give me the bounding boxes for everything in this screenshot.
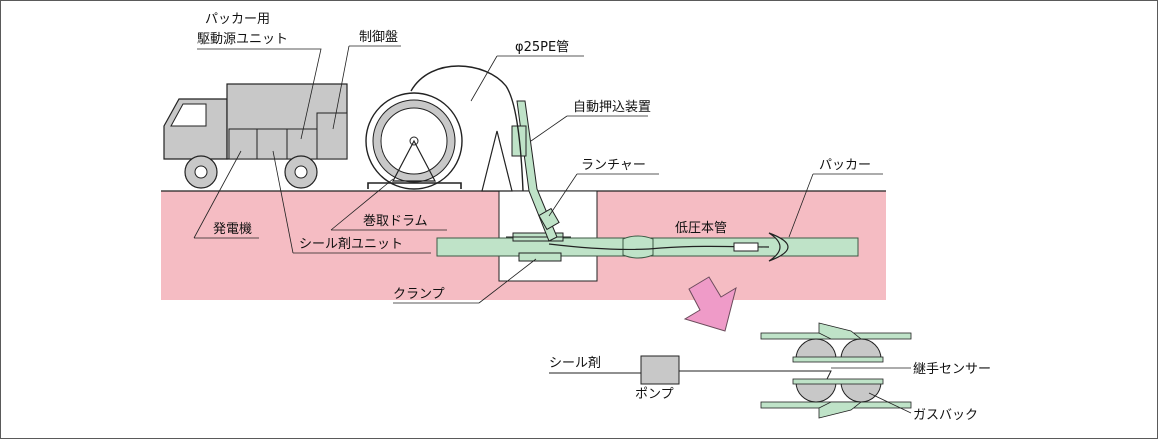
label-auto-push-device: 自動押込装置 — [573, 100, 651, 115]
label-gas-bag: ガスバック — [913, 408, 978, 423]
label-packer-unit-line2: 駆動源ユニット — [197, 32, 288, 47]
detail-joint-bottom — [818, 401, 863, 419]
label-pump: ポンプ — [635, 387, 674, 402]
gas-bag-bottom-left — [795, 381, 837, 403]
detail-joint-top — [818, 322, 863, 340]
pipe-joint — [622, 235, 654, 259]
leader-packer — [788, 173, 883, 238]
leader-auto-push — [530, 115, 648, 142]
leader-generator — [193, 150, 259, 239]
leader-packer-unit — [197, 48, 322, 140]
label-clamp: クランプ — [393, 287, 445, 302]
generator-box — [228, 128, 258, 160]
pe-pipe-hose — [410, 65, 524, 192]
leader-winding-drum — [330, 178, 447, 231]
launcher-tube — [516, 100, 558, 242]
leader-gas-bag — [868, 392, 912, 414]
truck-window — [170, 103, 207, 127]
label-generator: 発電機 — [213, 222, 252, 237]
gas-bag-top-left — [795, 338, 837, 360]
sensor-plate-bottom — [792, 378, 884, 385]
injection-nozzle — [816, 370, 832, 380]
label-sealant-unit: シール剤ユニット — [299, 236, 403, 252]
front-hub — [194, 165, 208, 179]
label-pe-pipe: φ25PE管 — [515, 40, 569, 55]
label-packer: パッカー — [819, 158, 871, 173]
pump-box — [640, 355, 680, 385]
sensor-plate-top — [792, 356, 884, 363]
leader-control-panel — [332, 45, 401, 130]
rear-hub — [294, 165, 308, 179]
leader-launcher — [548, 173, 659, 217]
label-packer-unit-line1: パッカー用 — [205, 12, 270, 27]
label-control-panel: 制御盤 — [359, 30, 398, 45]
label-sealant: シール剤 — [549, 355, 601, 371]
drum-base — [367, 182, 462, 189]
gas-bag-bottom-right — [840, 381, 882, 403]
clamp-lower — [518, 252, 562, 262]
packer-body — [768, 232, 789, 262]
gas-bag-top-right — [840, 338, 882, 360]
label-launcher: ランチャー — [581, 158, 646, 173]
label-winding-drum: 巻取ドラム — [363, 214, 428, 229]
detail-arrow — [683, 276, 737, 332]
label-joint-sensor: 継手センサー — [913, 362, 991, 377]
sealant-unit-box — [256, 128, 288, 160]
sensor-module — [733, 242, 759, 252]
control-panel-box — [316, 112, 348, 160]
support-stand — [481, 130, 513, 192]
leader-pe-pipe — [470, 55, 584, 102]
launcher-head — [538, 207, 560, 231]
leader-clamp — [393, 258, 537, 304]
leader-sealant-unit — [272, 150, 431, 254]
label-low-pressure-main: 低圧本管 — [675, 221, 727, 236]
drum-stand — [392, 139, 436, 182]
